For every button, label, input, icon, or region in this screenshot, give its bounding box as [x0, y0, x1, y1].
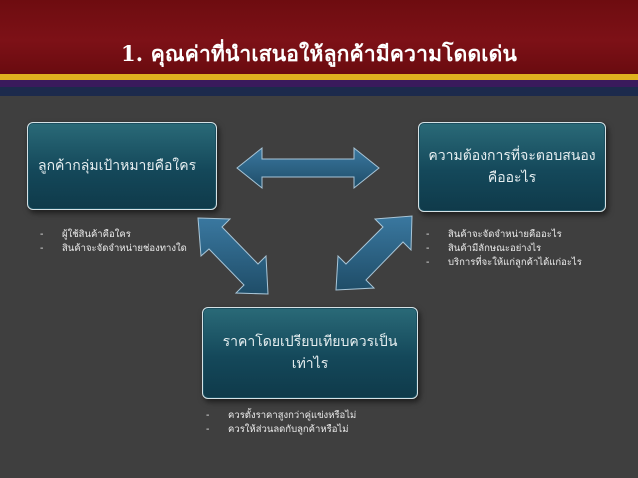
list-item: -ควรให้ส่วนลดกับลูกค้าหรือไม่ [206, 424, 349, 435]
relative-price-label-line2: เท่าไร [291, 356, 329, 372]
slide-title: 1. คุณค่าที่นำเสนอให้ลูกค้ามีความโดดเด่น [120, 41, 518, 66]
title-banner: 1. คุณค่าที่นำเสนอให้ลูกค้ามีความโดดเด่น [0, 0, 638, 74]
customer-needs-label-line1: ความต้องการที่จะตอบสนอง [428, 148, 596, 164]
relative-price-box: ราคาโดยเปรียบเทียบควรเป็น เท่าไร [202, 307, 418, 399]
list-item: -สินค้าจะจัดจำหน่ายช่องทางใด [40, 243, 187, 254]
right-bullet-list: -สินค้าจะจัดจำหน่ายคืออะไร -สินค้ามีลักษ… [426, 228, 582, 270]
target-customer-label: ลูกค้ากลุ่มเป้าหมายคือใคร [38, 158, 197, 174]
list-item: -สินค้าจะจัดจำหน่ายคืออะไร [426, 229, 562, 240]
customer-needs-box: ความต้องการที่จะตอบสนอง คืออะไร [418, 122, 606, 212]
purple-stripe [0, 80, 638, 87]
double-arrow-diagonal-left-icon [197, 217, 269, 295]
double-arrow-diagonal-right-icon [335, 215, 413, 291]
list-item: -บริการที่จะให้แก่ลูกค้าได้แก่อะไร [426, 257, 582, 268]
list-item: -ผู้ใช้สินค้าคือใคร [40, 229, 131, 240]
customer-needs-label-line2: คืออะไร [487, 170, 537, 186]
left-bullet-list: -ผู้ใช้สินค้าคือใคร -สินค้าจะจัดจำหน่ายช… [40, 228, 187, 256]
list-item: -สินค้ามีลักษณะอย่างไร [426, 243, 542, 254]
target-customer-box: ลูกค้ากลุ่มเป้าหมายคือใคร [27, 122, 217, 210]
gold-stripe [0, 74, 638, 80]
relative-price-label-line1: ราคาโดยเปรียบเทียบควรเป็น [222, 334, 398, 350]
list-item: -ควรตั้งราคาสูงกว่าคู่แข่งหรือไม่ [206, 410, 357, 421]
navy-stripe [0, 87, 638, 96]
double-arrow-horizontal-icon [236, 146, 380, 190]
bottom-bullet-list: -ควรตั้งราคาสูงกว่าคู่แข่งหรือไม่ -ควรให… [206, 409, 356, 437]
